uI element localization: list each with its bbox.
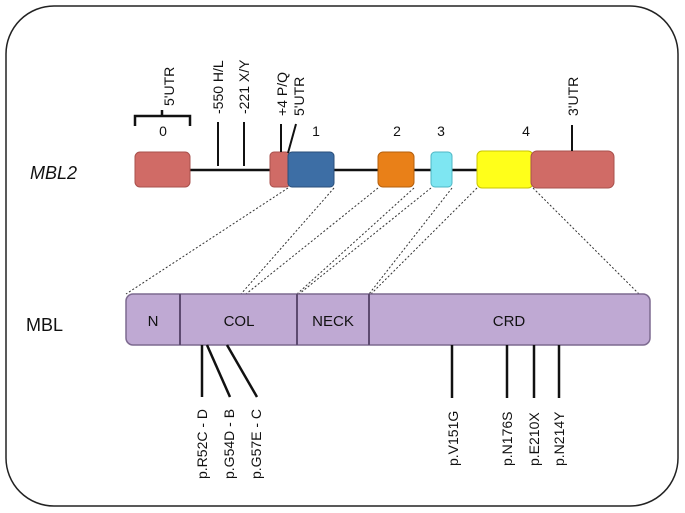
- variant-221-label: -221 X/Y: [236, 59, 252, 114]
- exon-3: [430, 151, 453, 188]
- variant-n176s-label: p.N176S: [499, 412, 515, 466]
- five-prime-utr-label-1: 5'UTR: [291, 77, 307, 116]
- five-prime-utr-label-0: 5'UTR: [161, 67, 177, 106]
- exon-1-number: 1: [312, 123, 320, 139]
- exon-2: [377, 151, 415, 188]
- variant-g54d-tick: [205, 344, 232, 398]
- domain-neck-label: NECK: [312, 313, 354, 330]
- exon-0: [134, 151, 191, 188]
- exon-domain-mapping: [125, 187, 640, 295]
- gene-name: MBL2: [30, 163, 77, 183]
- variant-g54d-label: p.G54D - B: [221, 409, 237, 479]
- exon-1: [287, 151, 335, 188]
- variant-n214y-label: p.N214Y: [551, 411, 567, 466]
- variant-g57e-tick: [225, 344, 259, 398]
- protein-bar: [125, 293, 651, 346]
- exon-2-number: 2: [393, 123, 401, 139]
- exon-3-number: 3: [437, 123, 445, 139]
- exon-1-utr: [269, 151, 291, 188]
- protein-name: MBL: [26, 315, 63, 335]
- domain-col-label: COL: [224, 313, 255, 330]
- exon-0-number: 0: [159, 123, 167, 139]
- exon-4-number: 4: [522, 123, 530, 139]
- three-prime-utr-label: 3'UTR: [565, 77, 581, 116]
- exon-4: [476, 150, 534, 189]
- three-prime-utr: [530, 150, 615, 189]
- figure-frame: [5, 5, 679, 507]
- variant-g57e-label: p.G57E - C: [248, 409, 264, 479]
- variant-550-label: -550 H/L: [210, 60, 226, 114]
- variant-r52c-label: p.R52C - D: [194, 409, 210, 479]
- variant-e210x-label: p.E210X: [526, 412, 542, 466]
- domain-crd-label: CRD: [493, 313, 526, 330]
- domain-n-label: N: [148, 313, 159, 330]
- variant-v151g-label: p.V151G: [445, 411, 461, 466]
- five-prime-utr-1-tick: [287, 123, 297, 154]
- variant-plus4-label: +4 P/Q: [274, 72, 290, 116]
